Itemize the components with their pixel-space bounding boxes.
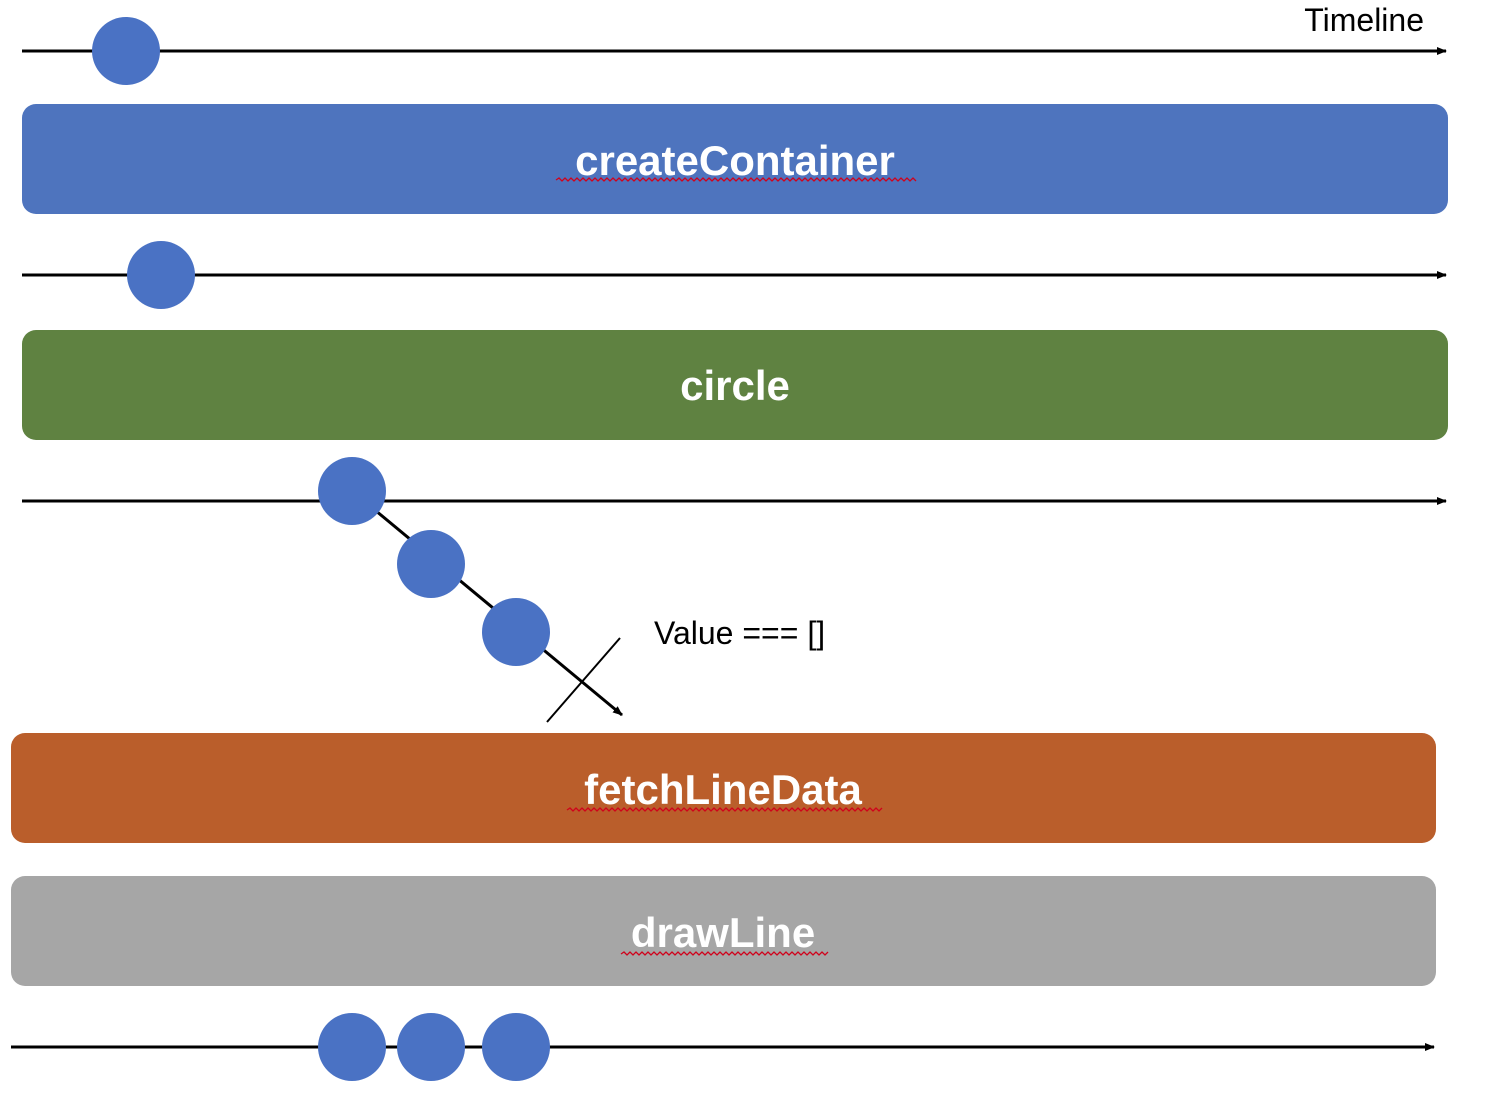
marble-4c <box>482 1013 550 1081</box>
operator-create-container: createContainer <box>22 104 1448 214</box>
operator-create-container-squiggle <box>555 177 917 182</box>
timeline-1: Timeline <box>22 2 1447 85</box>
value-annotation: Value === [] <box>654 615 825 651</box>
timeline-label: Timeline <box>1304 2 1424 38</box>
operator-circle: circle <box>22 330 1448 440</box>
operator-create-container-label: createContainer <box>575 137 895 184</box>
operator-create-container-box <box>22 104 1448 214</box>
marble-4b <box>397 1013 465 1081</box>
operator-draw-line-label: drawLine <box>631 909 815 956</box>
operator-fetch-line-data-label: fetchLineData <box>584 766 862 813</box>
marble-4a <box>318 1013 386 1081</box>
operator-fetch-line-data-box <box>11 733 1436 843</box>
timeline-2 <box>22 241 1447 309</box>
operator-fetch-line-data: fetchLineData <box>11 733 1436 843</box>
operator-draw-line-box <box>11 876 1436 986</box>
operator-fetch-line-data-squiggle <box>566 807 883 812</box>
marble-1 <box>92 17 160 85</box>
timeline-4 <box>11 1013 1435 1081</box>
marble-3a <box>318 457 386 525</box>
emission-path <box>351 489 623 717</box>
cancel-cross-mark <box>546 637 621 723</box>
operator-circle-box <box>22 330 1448 440</box>
marble-3c <box>482 598 550 666</box>
operator-draw-line: drawLine <box>11 876 1436 986</box>
operator-draw-line-squiggle <box>620 951 829 956</box>
marble-3b <box>397 530 465 598</box>
operator-circle-label: circle <box>680 362 790 409</box>
marble-2 <box>127 241 195 309</box>
timeline-3: Value === [] <box>22 457 1447 723</box>
